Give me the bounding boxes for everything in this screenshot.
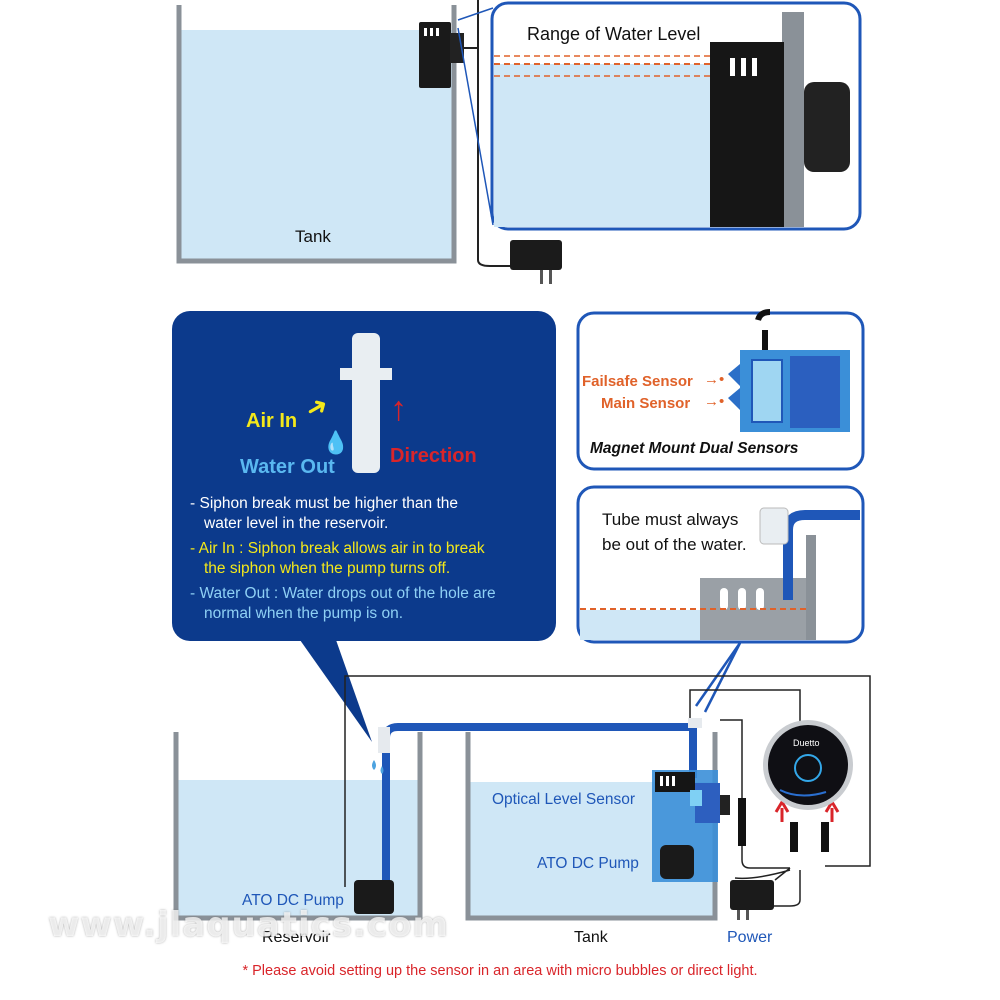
bullet-dash: - [190, 540, 196, 557]
reservoir-label: Reservoir [262, 929, 331, 946]
top-sensor [419, 22, 464, 88]
zoom-title: Range of Water Level [527, 24, 701, 44]
water-out-label: Water Out [240, 456, 335, 478]
direction-arrow-icon: ↑ [390, 390, 407, 428]
arrow-up-icon [774, 799, 790, 822]
main-sensor-label: Main Sensor [601, 395, 691, 412]
controller-icon [763, 720, 853, 810]
power-label: Power [727, 929, 773, 946]
bullet-2-line1: Air In : Siphon break allows air in to b… [198, 540, 485, 557]
bullet-dash: - [190, 495, 196, 512]
reservoir-pump-label: ATO DC Pump [242, 892, 344, 909]
bullet-3-line2: normal when the pump is on. [204, 605, 404, 622]
siphon-break-fitting-icon [352, 333, 380, 473]
bullet-1: - Siphon break must be higher than the w… [190, 494, 550, 534]
top-tank-label: Tank [295, 227, 331, 246]
top-tank [176, 5, 457, 264]
optical-sensor-label: Optical Level Sensor [492, 791, 636, 808]
failsafe-sensor-label: Failsafe Sensor [582, 373, 693, 390]
bullet-1-line2: water level in the reservoir. [204, 515, 389, 532]
bullet-3-line1: Water Out : Water drops out of the hole … [199, 585, 496, 602]
fitting-arm [340, 368, 392, 380]
top-power-adapter-icon [510, 240, 562, 284]
controller-brand: Duetto [793, 738, 820, 748]
tank-pump-label: ATO DC Pump [537, 855, 639, 872]
sensor-caption: Magnet Mount Dual Sensors [590, 440, 799, 457]
failsafe-arrow-icon: →• [704, 371, 725, 388]
footnote: * Please avoid setting up the sensor in … [242, 963, 758, 979]
sensor-panel [576, 309, 865, 471]
bullet-dash: - [190, 585, 196, 602]
zoom-panel [490, 1, 862, 231]
tube-note-line2: be out of the water. [602, 535, 747, 554]
water-drop-icon [372, 760, 384, 774]
power-adapter-icon [730, 880, 774, 920]
bullet-1-line1: Siphon break must be higher than the [199, 495, 458, 512]
tube-note-line1: Tube must always [602, 510, 739, 529]
bottom-tank-label: Tank [574, 929, 608, 946]
bullet-2: - Air In : Siphon break allows air in to… [190, 539, 550, 579]
watermark: www.jlaquatics.com [48, 905, 449, 945]
direction-label: Direction [390, 445, 477, 467]
main-arrow-icon: →• [704, 393, 725, 410]
air-in-label: Air In [246, 410, 298, 432]
reservoir-pump [354, 880, 394, 914]
water-drop-icon: 💧 [322, 430, 350, 455]
tube-panel [576, 485, 865, 644]
optical-sensor-and-pump [652, 718, 730, 882]
bullet-3: - Water Out : Water drops out of the hol… [190, 584, 550, 624]
bullet-2-line2: the siphon when the pump turns off. [204, 560, 451, 577]
